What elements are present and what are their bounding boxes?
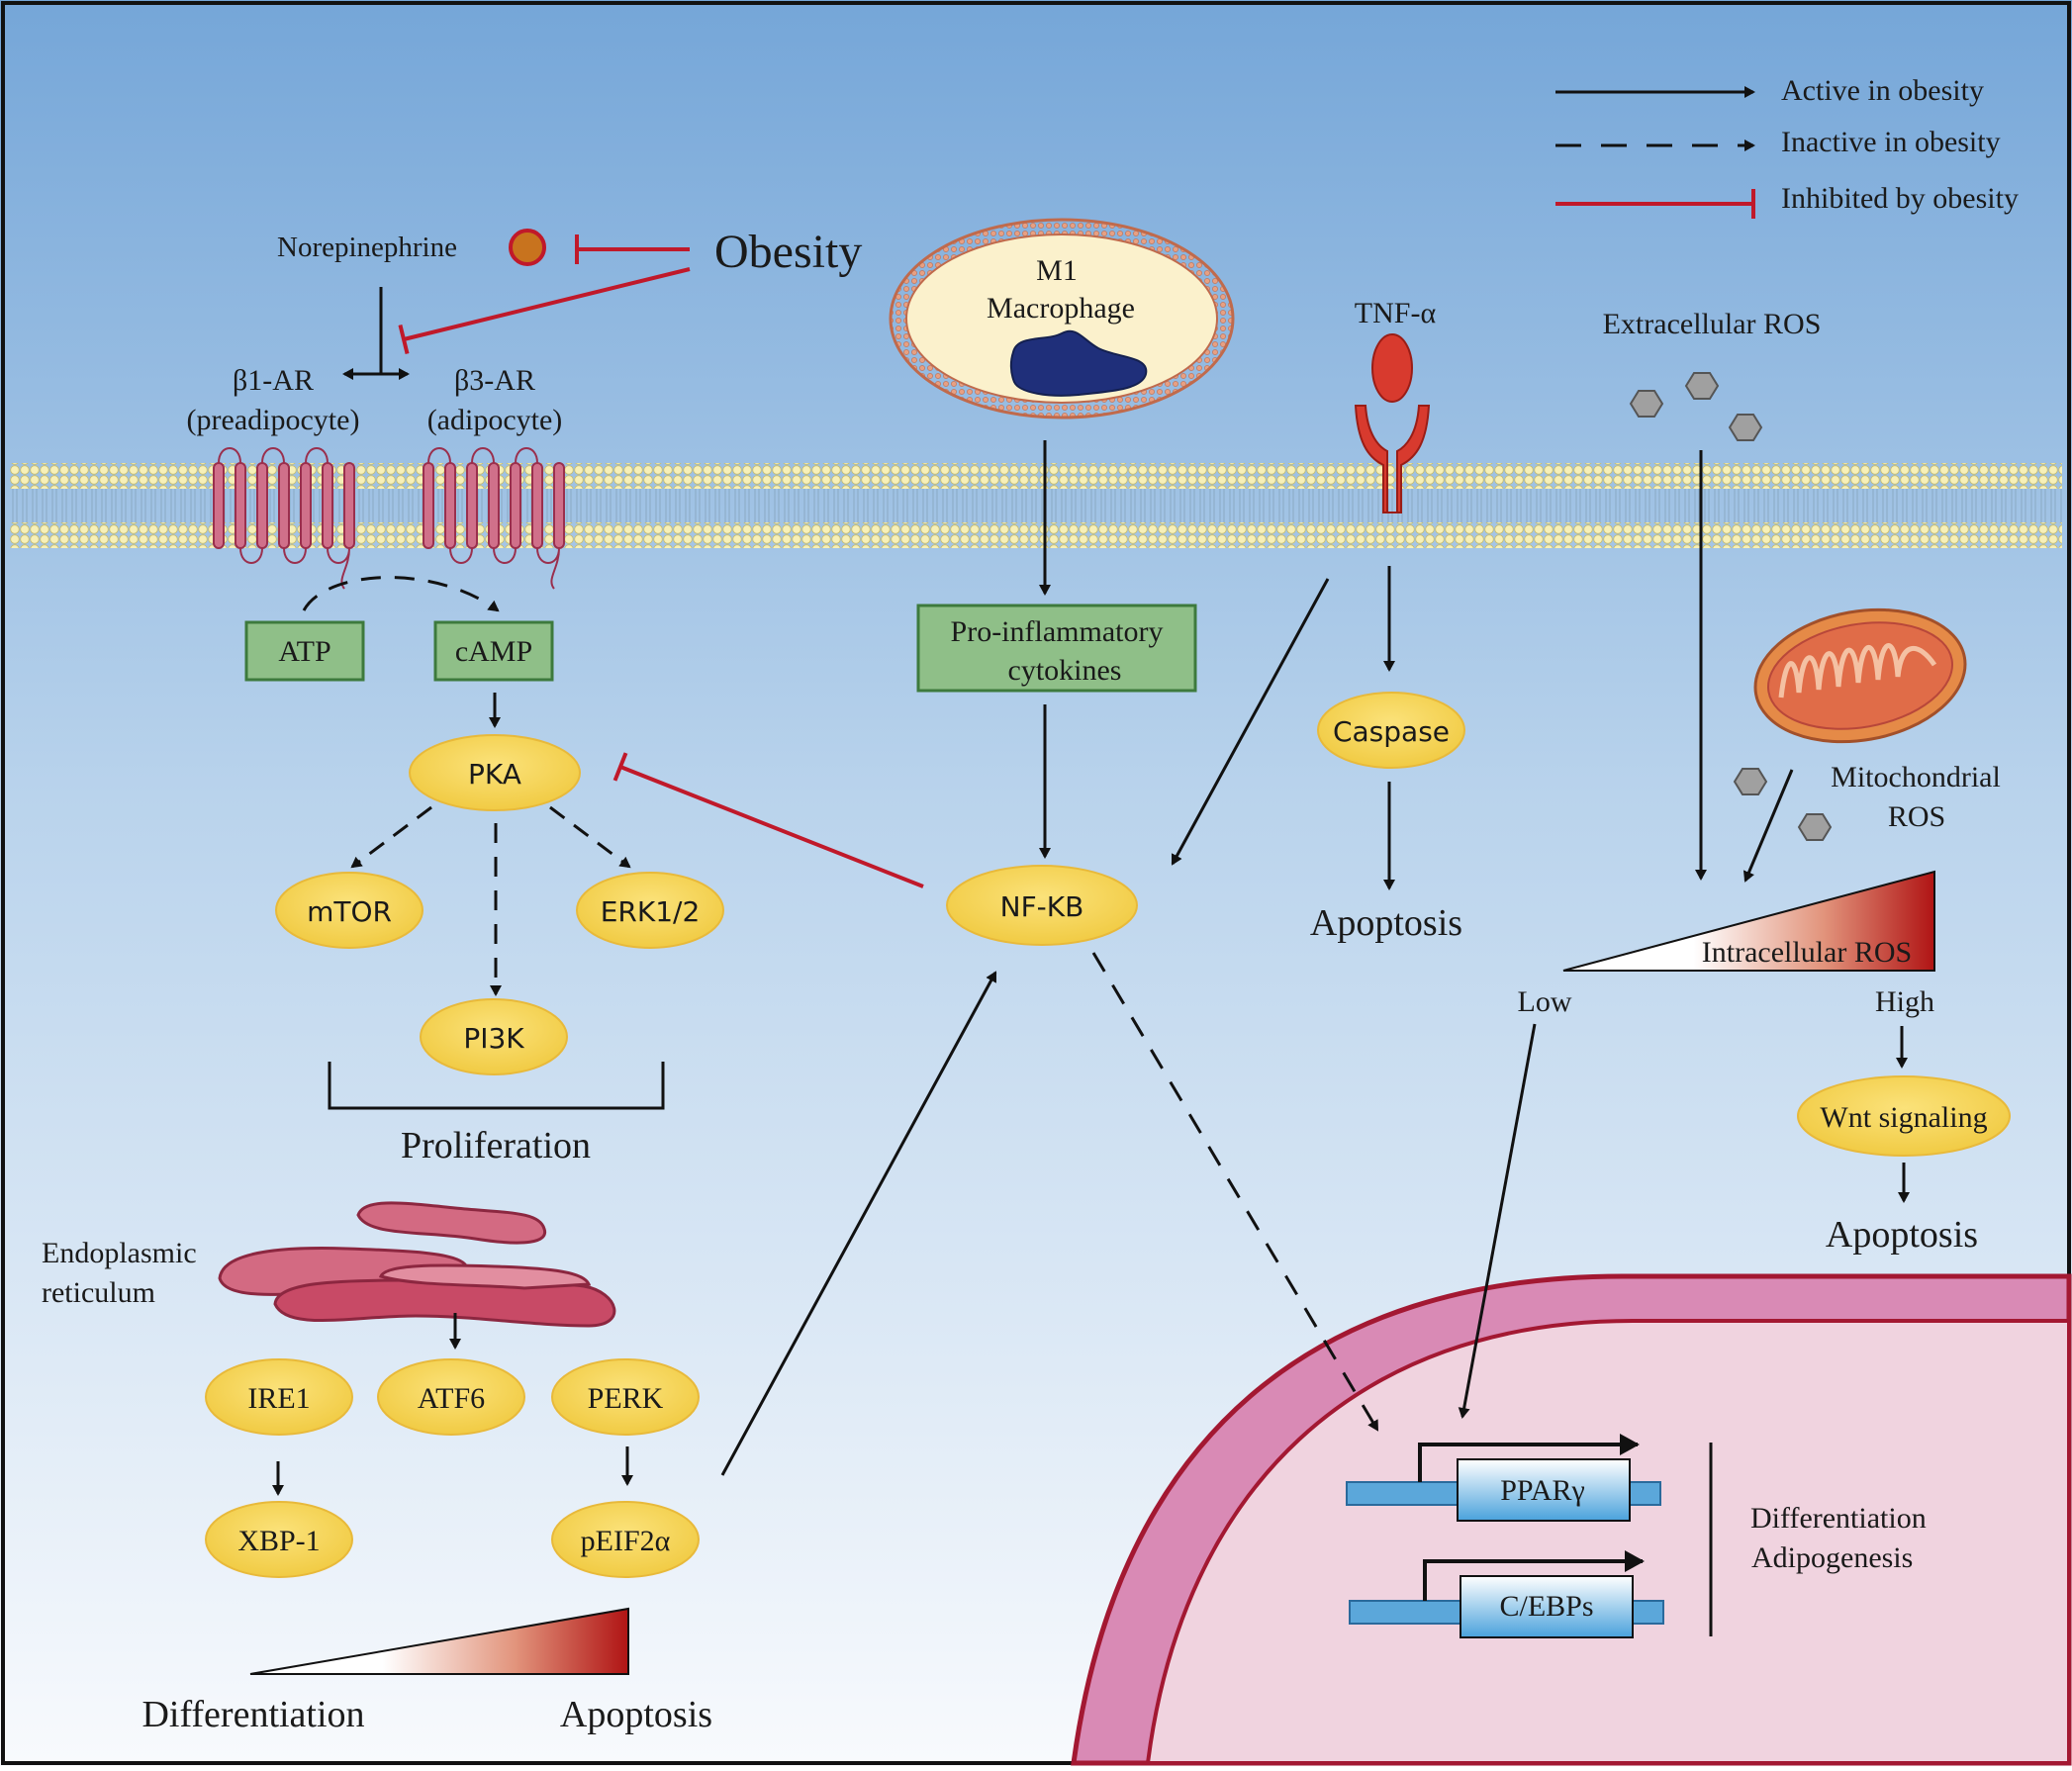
perk-node: PERK <box>551 1358 700 1436</box>
nfkb-node: NF-KB <box>946 865 1138 946</box>
apoptosis-wnt-label: Apoptosis <box>1826 1214 1978 1256</box>
differentiation-genes-label: Differentiation <box>1750 1502 1927 1535</box>
er-stress-ramp <box>249 1607 629 1675</box>
pi3k-node-label: PI3K <box>463 1022 524 1055</box>
differentiation-label: Differentiation <box>141 1694 364 1735</box>
nfkb-inhibits-pka <box>612 752 924 888</box>
endoplasmic-reticulum-icon <box>218 1201 616 1328</box>
b3ar-label: β3-AR <box>454 364 535 397</box>
pka-to-mtor-arrow <box>350 805 432 869</box>
adipogenesis-label: Adipogenesis <box>1751 1541 1913 1574</box>
intracellular-ros-ramp: Intracellular ROS <box>1562 870 1935 972</box>
wnt-node: Wnt signaling <box>1797 1075 2011 1157</box>
legend-inactive-label: Inactive in obesity <box>1781 126 2001 158</box>
mitochondrial-ros-arrow <box>1742 769 1794 883</box>
cebp-gene: C/EBPs <box>1349 1550 1664 1638</box>
peif2a-to-nfkb-arrow <box>720 971 997 1476</box>
norepinephrine-label: Norepinephrine <box>277 232 457 263</box>
intracellular-ros-label: Intracellular ROS <box>1702 936 1912 969</box>
pi3k-node: PI3K <box>420 998 568 1075</box>
atp-box-label: ATP <box>278 635 330 668</box>
low-ros-to-genes-arrow <box>1458 1023 1537 1419</box>
apoptosis-tnf-label: Apoptosis <box>1310 902 1462 944</box>
macrophage-label: Macrophage <box>987 292 1135 325</box>
proliferation-label: Proliferation <box>401 1125 591 1166</box>
m1-label: M1 <box>1036 254 1078 287</box>
cytokines-label-line2: cytokines <box>1008 654 1122 687</box>
b3ar-sublabel: (adipocyte) <box>427 404 563 436</box>
er-label-line1: Endoplasmic <box>42 1237 197 1269</box>
mitochondrial-ros-icon <box>1733 768 1833 841</box>
ros-high-label: High <box>1875 985 1934 1018</box>
norepinephrine-molecule-icon <box>509 229 546 266</box>
er-label-line2: reticulum <box>42 1276 155 1309</box>
macrophage-nucleus-icon <box>1009 329 1148 397</box>
erk-node: ERK1/2 <box>576 872 724 949</box>
ppar-gene: PPARγ <box>1346 1434 1661 1522</box>
legend-active-label: Active in obesity <box>1781 74 1984 107</box>
caspase-node-label: Caspase <box>1333 715 1450 748</box>
cytokines-label-line1: Pro-inflammatory <box>951 615 1164 648</box>
cell-membrane <box>10 463 2062 548</box>
cebp-gene-label: C/EBPs <box>1499 1590 1593 1623</box>
xbp1-node: XBP-1 <box>205 1501 353 1578</box>
cytokines-box: Pro-inflammatory cytokines <box>916 604 1197 693</box>
tnf-ligand-icon <box>1371 333 1413 403</box>
perk-node-label: PERK <box>588 1382 664 1415</box>
nfkb-node-label: NF-KB <box>1000 890 1084 923</box>
tnf-to-nfkb-arrow <box>1171 578 1330 866</box>
extracellular-ros-icon <box>1629 372 1763 441</box>
ire1-node: IRE1 <box>205 1358 353 1436</box>
wnt-node-label: Wnt signaling <box>1820 1101 1987 1134</box>
obesity-inhibits-receptors <box>398 267 691 355</box>
caspase-node: Caspase <box>1317 692 1465 769</box>
camp-box-label: cAMP <box>455 635 532 668</box>
pka-node-label: PKA <box>468 758 521 791</box>
m1-macrophage-icon: M1 Macrophage <box>889 218 1235 419</box>
peif2a-node: pEIF2α <box>551 1501 700 1578</box>
camp-box: cAMP <box>433 620 554 682</box>
mitochondrial-ros-label-line2: ROS <box>1888 800 1945 833</box>
proliferation-bracket <box>328 1062 665 1110</box>
tnf-label: TNF-α <box>1355 297 1437 329</box>
legend: Active in obesity Inactive in obesity In… <box>1555 74 2019 219</box>
atp-to-camp-arc <box>302 576 500 612</box>
extracellular-ros-label: Extracellular ROS <box>1603 308 1822 340</box>
b1ar-label: β1-AR <box>233 364 314 397</box>
legend-inhibited-label: Inhibited by obesity <box>1781 182 2019 215</box>
xbp1-node-label: XBP-1 <box>237 1525 320 1557</box>
pka-node: PKA <box>409 734 581 811</box>
ire1-node-label: IRE1 <box>247 1382 310 1415</box>
obesity-label: Obesity <box>714 226 862 278</box>
b1ar-receptor-icon <box>213 447 355 590</box>
mtor-node-label: mTOR <box>307 895 392 928</box>
peif2a-node-label: pEIF2α <box>581 1525 671 1557</box>
atf6-node: ATF6 <box>377 1358 525 1436</box>
atp-box: ATP <box>244 620 365 682</box>
mitochondrion-icon <box>1753 607 1967 744</box>
mitochondrial-ros-label-line1: Mitochondrial <box>1831 761 2001 793</box>
b3ar-receptor-icon <box>423 447 565 590</box>
pka-to-erk-arrow <box>549 805 631 869</box>
ppar-gene-label: PPARγ <box>1500 1474 1585 1507</box>
tnf-receptor-icon <box>1354 405 1431 513</box>
b1ar-sublabel: (preadipocyte) <box>187 404 360 436</box>
apoptosis-er-label: Apoptosis <box>560 1694 712 1735</box>
erk-node-label: ERK1/2 <box>601 895 701 928</box>
atf6-node-label: ATF6 <box>418 1382 485 1415</box>
ros-low-label: Low <box>1518 985 1572 1018</box>
nfkb-to-genes-dashed <box>1091 952 1379 1432</box>
mtor-node: mTOR <box>275 872 424 949</box>
